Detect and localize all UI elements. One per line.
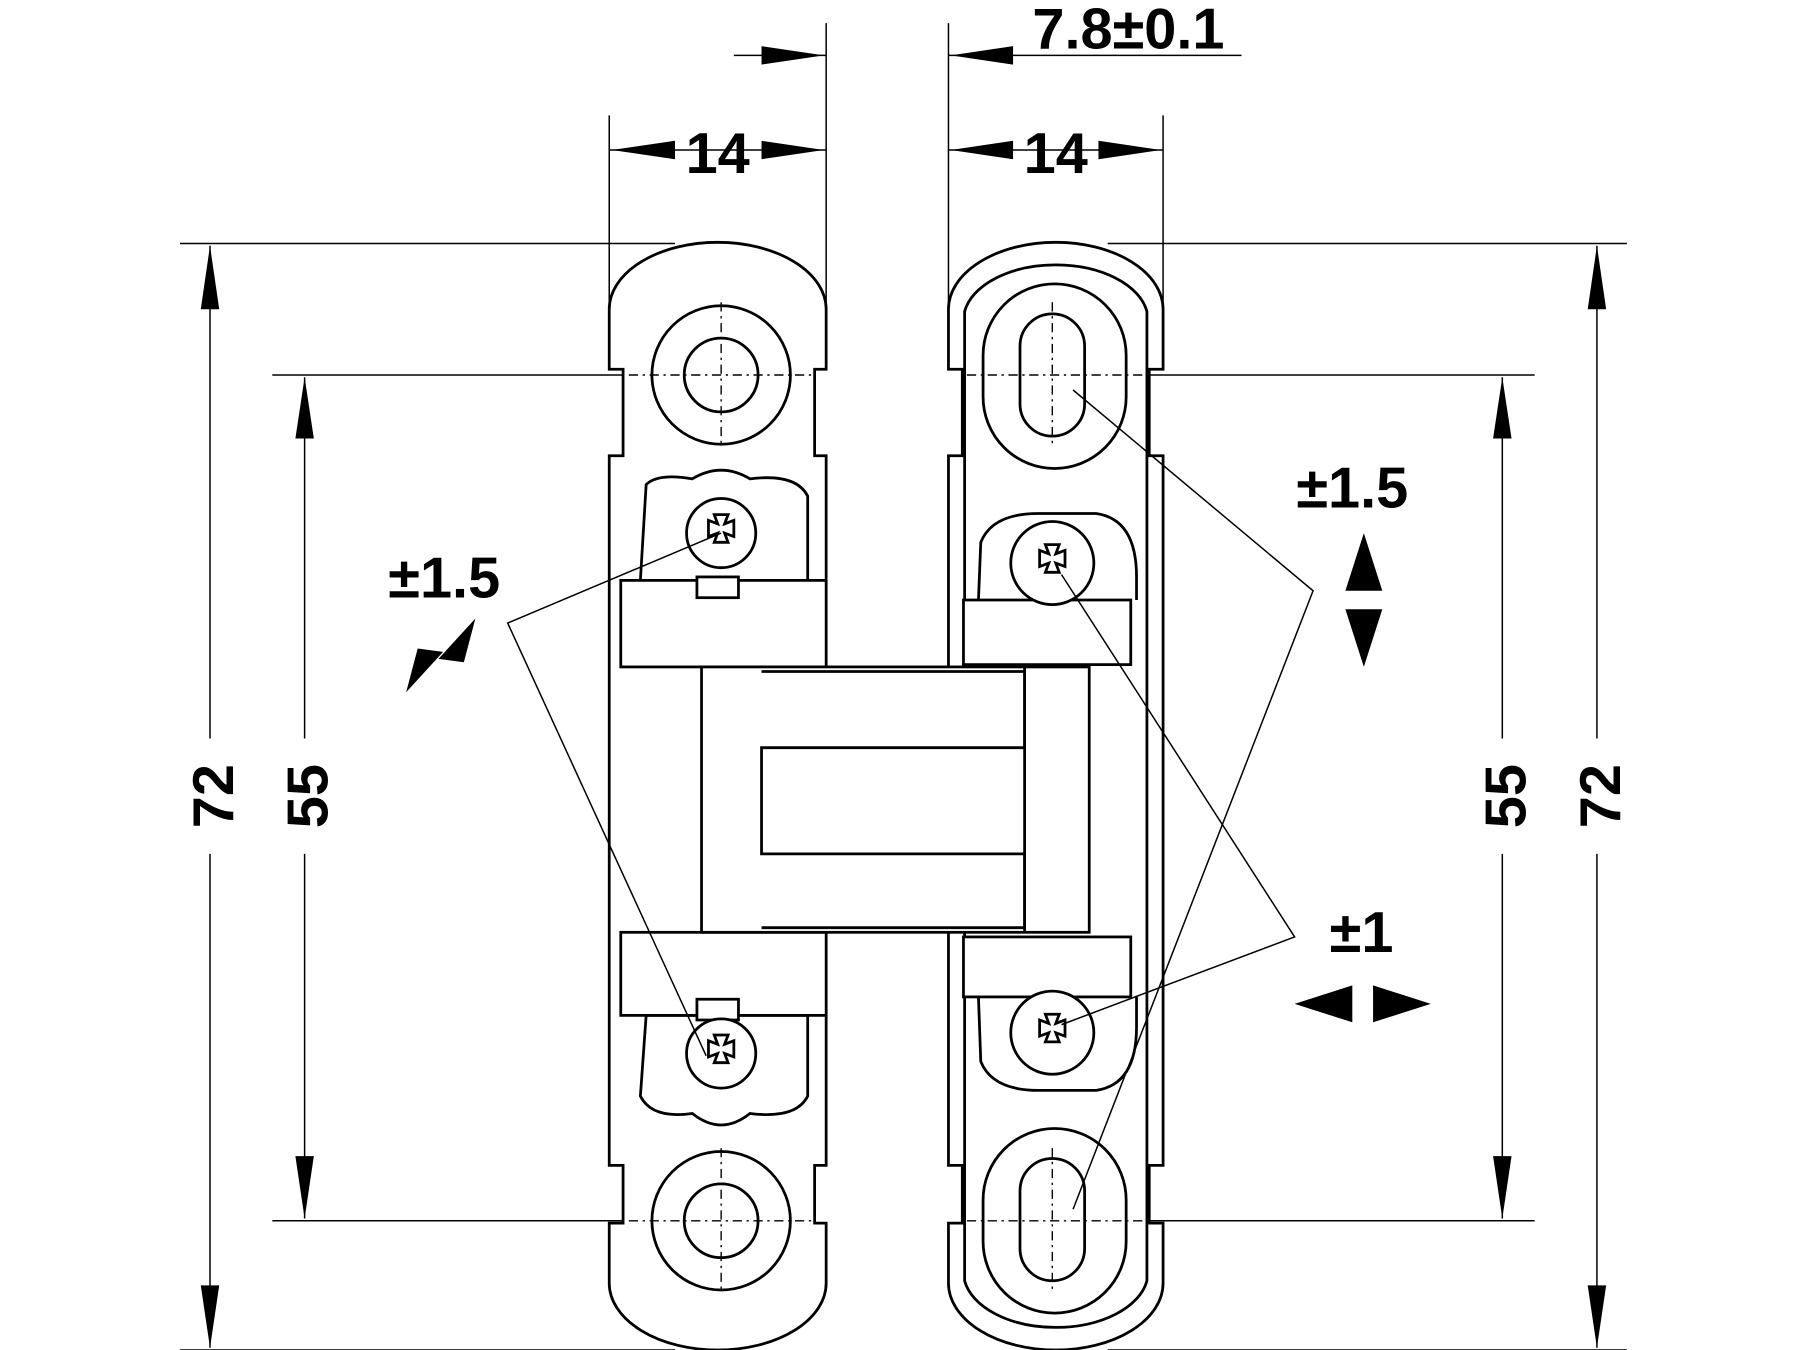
leader-lines [506,389,1314,1210]
dim-72-left: 72 [182,764,246,828]
adjustment-depth: ±1.5 [388,547,500,693]
screw-icon [1009,989,1096,1076]
label-side: ±1 [1330,901,1394,965]
dimension-leaf-width-left: 14 [609,122,827,186]
adjustment-height: ±1.5 [1296,457,1408,667]
screws [685,497,1096,1090]
dim-55-left: 55 [277,764,341,828]
dimension-height-left: 72 [182,245,246,1348]
dim-72-right: 72 [1569,764,1633,828]
label-height: ±1.5 [1296,457,1408,521]
screw-icon [685,1017,758,1090]
dim-14-right: 14 [1024,122,1088,186]
adjustment-side: ±1 [1294,901,1431,1023]
dim-14-left: 14 [686,122,750,186]
horizontal-arrows-icon [1294,985,1431,1023]
dim-55-right: 55 [1474,764,1538,828]
hinge-center-body [700,665,1091,934]
dimension-hole-spacing-right: 55 [1474,377,1538,1219]
diagonal-arrows-icon [406,618,476,693]
screw-icon [1009,520,1096,606]
dimension-height-right: 72 [1569,245,1633,1348]
screw-icon [685,497,758,570]
dimension-gap: 7.8±0.1 [733,0,1242,65]
centre-lines [628,302,1143,1293]
dimension-hole-spacing-left: 55 [277,377,341,1219]
dim-gap: 7.8±0.1 [1032,0,1224,61]
dimension-leaf-width-right: 14 [948,122,1164,186]
extension-lines [179,23,1627,1350]
vertical-arrows-icon [1345,533,1383,667]
label-depth: ±1.5 [388,547,500,611]
